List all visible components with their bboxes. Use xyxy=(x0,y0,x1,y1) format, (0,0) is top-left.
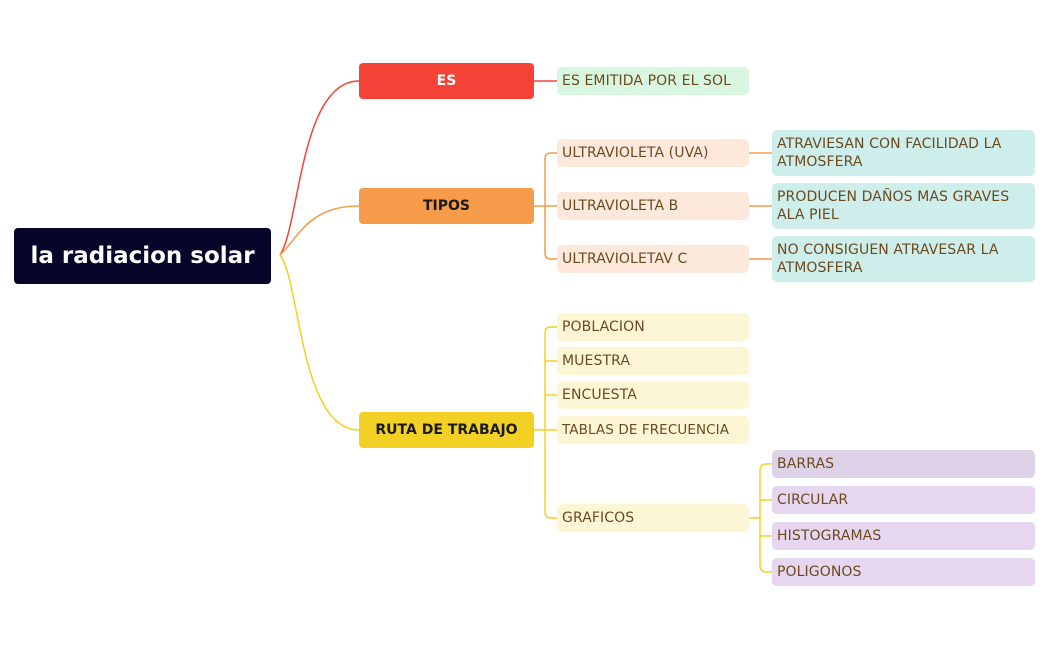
ruta-leaf-poblacion[interactable]: POBLACION xyxy=(557,313,749,341)
link-root-es xyxy=(279,80,360,256)
link-tipos-children xyxy=(534,152,557,260)
es-leaf-emitida[interactable]: ES EMITIDA POR EL SOL xyxy=(557,67,749,95)
graficos-leaf-barras[interactable]: BARRAS xyxy=(772,450,1035,478)
ruta-leaf-graficos[interactable]: GRAFICOS xyxy=(557,504,749,532)
graficos-leaf-poligonos[interactable]: POLIGONOS xyxy=(772,558,1035,586)
root-topic[interactable]: la radiacion solar xyxy=(14,228,271,284)
tipos-leaf-uvc[interactable]: ULTRAVIOLETAV C xyxy=(557,245,749,273)
graficos-leaf-histogramas[interactable]: HISTOGRAMAS xyxy=(772,522,1035,550)
branch-tipos[interactable]: TIPOS xyxy=(359,188,534,224)
link-graficos-children xyxy=(749,463,772,573)
ruta-leaf-muestra[interactable]: MUESTRA xyxy=(557,347,749,375)
uvb-detail[interactable]: PRODUCEN DAÑOS MAS GRAVES ALA PIEL xyxy=(772,183,1035,229)
uvc-detail[interactable]: NO CONSIGUEN ATRAVESAR LA ATMOSFERA xyxy=(772,236,1035,282)
link-root-ruta xyxy=(279,254,360,431)
tipos-leaf-uvb[interactable]: ULTRAVIOLETA B xyxy=(557,192,749,220)
link-ruta-children xyxy=(534,326,557,519)
branch-es[interactable]: ES xyxy=(359,63,534,99)
uva-detail[interactable]: ATRAVIESAN CON FACILIDAD LA ATMOSFERA xyxy=(772,130,1035,176)
tipos-leaf-uva[interactable]: ULTRAVIOLETA (UVA) xyxy=(557,139,749,167)
ruta-leaf-tablas[interactable]: TABLAS DE FRECUENCIA xyxy=(557,416,749,444)
link-root-tipos xyxy=(279,205,360,256)
branch-ruta-de-trabajo[interactable]: RUTA DE TRABAJO xyxy=(359,412,534,448)
ruta-leaf-encuesta[interactable]: ENCUESTA xyxy=(557,381,749,409)
graficos-leaf-circular[interactable]: CIRCULAR xyxy=(772,486,1035,514)
